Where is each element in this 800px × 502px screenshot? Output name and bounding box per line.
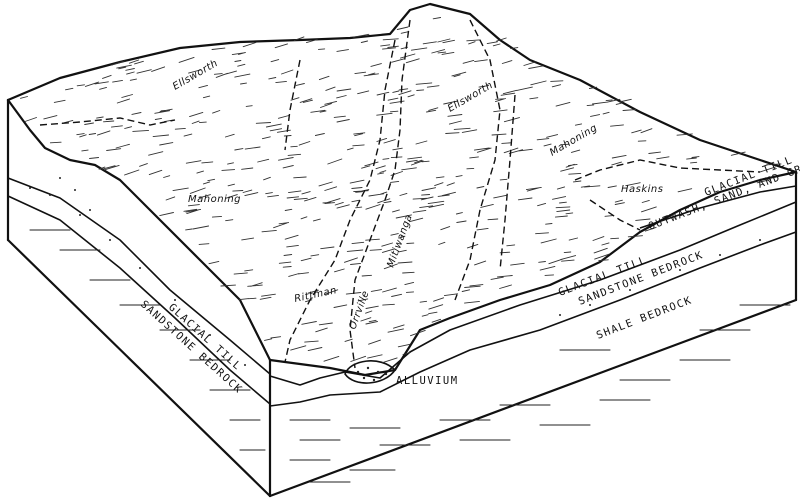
soil-labels: Ellsworth Mahoning Ellsworth Mahoning Ha…	[171, 58, 663, 331]
label-haskins: Haskins	[621, 184, 663, 195]
terrain-hachures	[20, 17, 782, 364]
label-alluvium: ALLUVIUM	[396, 375, 459, 387]
label-ellsworth-left: Ellsworth	[171, 58, 220, 93]
soil-boundaries	[39, 19, 761, 369]
terrain-hachure-strokes	[20, 17, 782, 364]
block-outline	[6, 2, 798, 498]
label-orrville: Orrville	[347, 289, 371, 331]
label-mahoning-left: Mahoning	[188, 194, 241, 205]
strata-lines	[7, 177, 797, 407]
label-ellsworth-right: Ellsworth	[446, 80, 495, 115]
label-mitiwanga: Mitiwanga	[385, 213, 414, 269]
shale-texture	[29, 229, 791, 483]
label-shale-bedrock: SHALE BEDROCK	[595, 294, 694, 342]
label-rittman: Rittman	[293, 285, 338, 305]
label-mahoning-right: Mahoning	[548, 123, 599, 159]
sandstone-texture	[29, 177, 761, 366]
